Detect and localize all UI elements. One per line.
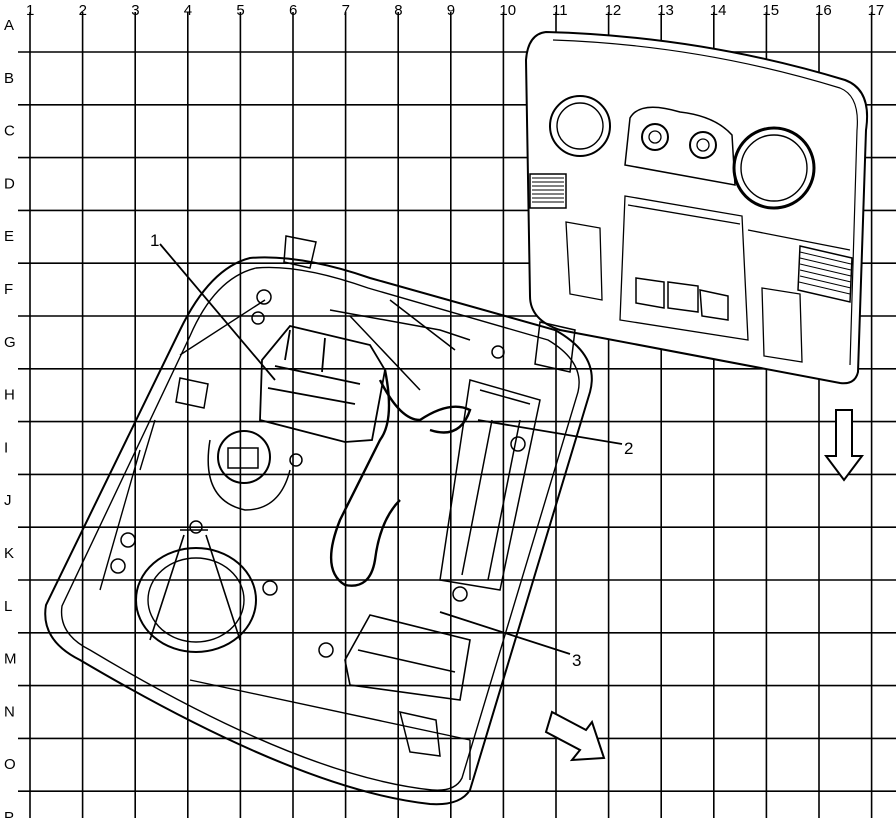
screw [120, 532, 136, 548]
screw [510, 436, 526, 452]
lamp-socket-terminal [227, 447, 259, 469]
grid-column-label: 17 [868, 2, 885, 19]
speaker-grille-right-mesh [798, 251, 852, 295]
left-panel [565, 221, 603, 301]
wire-routing [329, 299, 471, 391]
arrow-down-icon [824, 409, 864, 482]
dome-lamp-reflector [135, 547, 257, 653]
grid-row-label: B [4, 70, 14, 87]
wire-harness-branch [378, 379, 472, 434]
grid-column-label: 5 [236, 2, 244, 19]
grid-column-label: 12 [605, 2, 622, 19]
grid-row-label: H [4, 387, 15, 404]
switch-bezel [624, 106, 736, 186]
speaker-grille-left-mesh [532, 177, 564, 203]
lower-bracket [344, 614, 471, 701]
dome-lamp-cone [149, 529, 241, 641]
speaker-grille-left [529, 173, 567, 209]
grid-column-label: 8 [394, 2, 402, 19]
grid-column-label: 10 [499, 2, 516, 19]
grid-row-label: L [4, 598, 12, 615]
housing-outline [44, 256, 593, 806]
grid-column-label: 16 [815, 2, 832, 19]
center-panel [619, 195, 749, 341]
grid-row-label: D [4, 175, 15, 192]
screw [318, 642, 334, 658]
grid-row-label: K [4, 545, 14, 562]
housing-inner-wall [99, 299, 471, 780]
clip-upper-right [534, 321, 576, 373]
grid-row-label: A [4, 17, 14, 34]
screw [256, 289, 272, 305]
callout-3: 3 [572, 651, 581, 670]
screw [491, 345, 505, 359]
speaker-grille-right [797, 245, 853, 303]
leader-line-3 [439, 611, 571, 655]
lamp-lens-left [549, 95, 611, 157]
grid-column-label: 6 [289, 2, 297, 19]
screw [189, 520, 203, 534]
wiring-harness-connector [259, 324, 386, 443]
control-buttons [635, 277, 729, 321]
grid-row-label: F [4, 281, 13, 298]
reading-lamp-switch-left [641, 123, 669, 151]
grid-row-label: M [4, 651, 17, 668]
grid-column-label: 13 [657, 2, 674, 19]
clip-left [175, 377, 209, 409]
reading-lamp-switch-right-inner [696, 138, 710, 152]
screw [262, 580, 278, 596]
grid-column-label: 3 [131, 2, 139, 19]
wire-harness [329, 369, 401, 587]
grid-column-label: 14 [710, 2, 727, 19]
right-panel [747, 229, 851, 363]
leader-line-1 [159, 243, 276, 381]
grid-row-label: P [4, 809, 14, 818]
leader-line-2 [477, 419, 623, 445]
grid-row-label: I [4, 439, 8, 456]
console-rear-view [44, 235, 593, 806]
arrow-diagonal-icon [544, 710, 606, 762]
lamp-lens-right [732, 126, 816, 210]
lamp-lens-left-inner [556, 102, 604, 150]
housing-inner-outline [60, 266, 580, 791]
grid-row-label: E [4, 228, 14, 245]
grid-column-label: 2 [79, 2, 87, 19]
screw [251, 311, 265, 325]
grid-column-label: 7 [342, 2, 350, 19]
grid-column-label: 9 [447, 2, 455, 19]
console-front-view [524, 30, 869, 385]
screw [289, 453, 303, 467]
reading-lamp-switch-right [689, 131, 717, 159]
callout-2: 2 [624, 439, 633, 458]
grid-row-labels: A B C D E F G H I J K L M N O P [4, 17, 17, 818]
direction-arrows [544, 409, 864, 762]
clip-upper-left [283, 235, 317, 269]
lamp-socket [217, 430, 271, 484]
lamp-lens-right-inner [740, 134, 808, 202]
screw [452, 586, 468, 602]
grid-row-label: J [4, 492, 12, 509]
clip-lower [398, 711, 441, 757]
lamp-housing-left [207, 439, 291, 511]
grid-column-label: 15 [762, 2, 779, 19]
grid-row-label: O [4, 756, 16, 773]
mounting-rail-right [439, 379, 541, 591]
grid-column-label: 1 [26, 2, 34, 19]
grid-row-label: G [4, 334, 16, 351]
grid-row-label: C [4, 123, 15, 140]
leader-lines [159, 243, 623, 655]
dome-lamp-reflector-inner [147, 557, 245, 643]
callout-1: 1 [150, 231, 159, 250]
grid-row-label: N [4, 703, 15, 720]
screw [110, 558, 126, 574]
console-inner-outline [552, 39, 858, 366]
grid-column-label: 4 [184, 2, 192, 19]
grid-column-label: 11 [552, 2, 568, 19]
reading-lamp-switch-left-inner [648, 130, 662, 144]
